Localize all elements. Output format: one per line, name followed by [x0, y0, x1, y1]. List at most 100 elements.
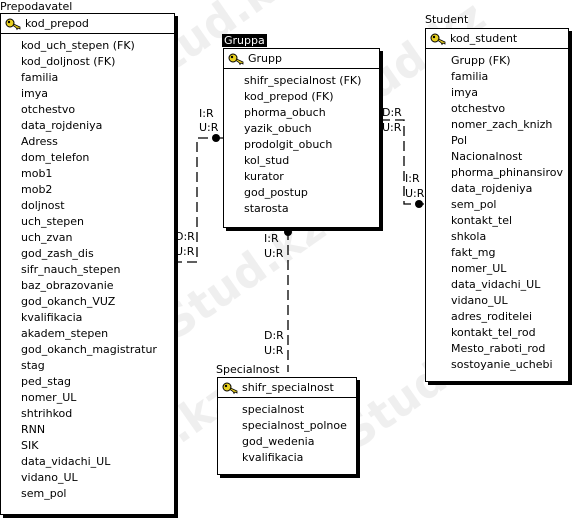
rel-dot-student — [415, 200, 423, 208]
entity-attribute: kontakt_tel_rod — [451, 326, 536, 339]
rel-line-gruppa-student — [380, 119, 424, 205]
entity-student[interactable]: kod_student Grupp (FK) familia imya otchest… — [425, 28, 569, 382]
rel-label-insert: I:R — [199, 107, 214, 120]
entity-attribute: familia — [21, 71, 59, 84]
key-icon — [430, 33, 446, 45]
entity-attribute: starosta — [244, 202, 289, 215]
entity-attribute: shkola — [451, 230, 487, 243]
entity-attribute: stag — [21, 359, 45, 372]
entity-attribute: mob1 — [21, 167, 53, 180]
entity-attribute: Mesto_raboti_rod — [451, 342, 546, 355]
entity-title-specialnost: Specialnost — [216, 363, 280, 376]
primary-key-row: Grupp — [224, 49, 379, 69]
key-icon — [5, 18, 21, 30]
entity-attribute: adres_roditelei — [451, 310, 533, 323]
entity-attribute: Grupp (FK) — [451, 54, 511, 67]
entity-attribute: Adress — [21, 135, 58, 148]
entity-attribute: ped_stag — [21, 375, 71, 388]
entity-attribute: god_okanch_VUZ — [21, 295, 116, 308]
entity-attribute: familia — [451, 70, 489, 83]
rel-label-insert: I:R — [405, 172, 420, 185]
rel-dot-prepodavatel — [212, 134, 220, 142]
entity-attribute: kod_prepod (FK) — [244, 90, 334, 103]
rel-dot-gruppa — [284, 228, 292, 236]
entity-attribute: god_okanch_magistratur — [21, 343, 157, 356]
primary-key-label: kod_student — [450, 32, 518, 45]
entity-prepodavatel[interactable]: kod_prepod kod_uch_stepen (FK) kod_doljno… — [0, 13, 175, 515]
entity-attribute: imya — [21, 87, 49, 100]
entity-attribute: data_rojdeniya — [451, 182, 533, 195]
entity-attribute: vidano_UL — [451, 294, 508, 307]
rel-label-update: U:R — [382, 121, 402, 134]
entity-attribute: Nacionalnost — [451, 150, 523, 163]
entity-attribute: shifr_specialnost (FK) — [244, 74, 362, 87]
entity-attribute: god_postup — [244, 186, 308, 199]
entity-attribute: nomer_UL — [451, 262, 507, 275]
entity-attribute: kurator — [244, 170, 284, 183]
entity-attribute: kol_stud — [244, 154, 290, 167]
rel-line-prepodavatel-gruppa — [177, 137, 223, 263]
entity-attribute: dom_telefon — [21, 151, 90, 164]
rel-label-insert: I:R — [264, 232, 279, 245]
key-icon — [228, 53, 244, 65]
entity-attribute: prodolgit_obuch — [244, 138, 333, 151]
entity-attribute: SIK — [21, 439, 39, 452]
entity-attribute: otchestvo — [451, 102, 506, 115]
entity-attribute: sem_pol — [21, 487, 67, 500]
primary-key-row: kod_prepod — [1, 14, 174, 34]
entity-attribute: Pol — [451, 134, 468, 147]
rel-label-update: U:R — [405, 187, 425, 200]
rel-label-update: U:R — [264, 344, 284, 357]
entity-attribute: nomer_UL — [21, 391, 77, 404]
primary-key-label: Grupp — [248, 52, 282, 65]
entity-attribute: otchestvo — [21, 103, 76, 116]
entity-attribute: yazik_obuch — [244, 122, 312, 135]
entity-attribute: god_wedenia — [242, 435, 315, 448]
entity-title-prepodavatel: Prepodavatel — [0, 0, 73, 13]
attribute-list: Grupp (FK) familia imya otchestvo nomer_zach… — [426, 49, 568, 373]
entity-attribute: shtrihkod — [21, 407, 73, 420]
entity-attribute: baz_obrazovanie — [21, 279, 114, 292]
entity-attribute: vidano_UL — [21, 471, 78, 484]
entity-title-student: Student — [425, 13, 469, 26]
entity-attribute: kod_doljnost (FK) — [21, 55, 116, 68]
entity-attribute: kvalifikacia — [21, 311, 83, 324]
entity-attribute: sifr_nauch_stepen — [21, 263, 121, 276]
attribute-list: kod_uch_stepen (FK) kod_doljnost (FK) fami… — [1, 34, 174, 502]
rel-label-delete: D:R — [175, 230, 195, 243]
key-icon — [222, 382, 238, 394]
entity-attribute: nomer_zach_knizh — [451, 118, 553, 131]
primary-key-row: shifr_specialnost — [218, 378, 356, 398]
entity-title-gruppa: Gruppa — [222, 34, 267, 47]
entity-attribute: phorma_phinansirov — [451, 166, 563, 179]
entity-attribute: data_vidachi_UL — [451, 278, 541, 291]
entity-attribute: mob2 — [21, 183, 53, 196]
entity-gruppa[interactable]: Grupp shifr_specialnost (FK) kod_prepod (… — [223, 48, 380, 228]
primary-key-label: shifr_specialnost — [242, 381, 334, 394]
rel-label-delete: D:R — [382, 106, 402, 119]
entity-attribute: doljnost — [21, 199, 65, 212]
entity-attribute: imya — [451, 86, 479, 99]
entity-attribute: data_rojdeniya — [21, 119, 103, 132]
entity-attribute: RNN — [21, 423, 46, 436]
entity-attribute: sem_pol — [451, 198, 497, 211]
entity-attribute: uch_stepen — [21, 215, 85, 228]
entity-attribute: kvalifikacia — [242, 451, 304, 464]
entity-attribute: akadem_stepen — [21, 327, 109, 340]
entity-attribute: kod_uch_stepen (FK) — [21, 39, 135, 52]
entity-attribute: uch_zvan — [21, 231, 73, 244]
rel-label-update: U:R — [175, 245, 195, 258]
entity-attribute: phorma_obuch — [244, 106, 326, 119]
entity-attribute: sostoyanie_uchebi — [451, 358, 553, 371]
entity-attribute: data_vidachi_UL — [21, 455, 111, 468]
rel-label-delete: D:R — [264, 329, 284, 342]
entity-attribute: fakt_mg — [451, 246, 496, 259]
primary-key-label: kod_prepod — [25, 17, 89, 30]
rel-label-update: U:R — [199, 121, 219, 134]
entity-attribute: specialnost_polnoe — [242, 419, 347, 432]
entity-attribute: kontakt_tel — [451, 214, 513, 227]
rel-label-update: U:R — [264, 247, 284, 260]
